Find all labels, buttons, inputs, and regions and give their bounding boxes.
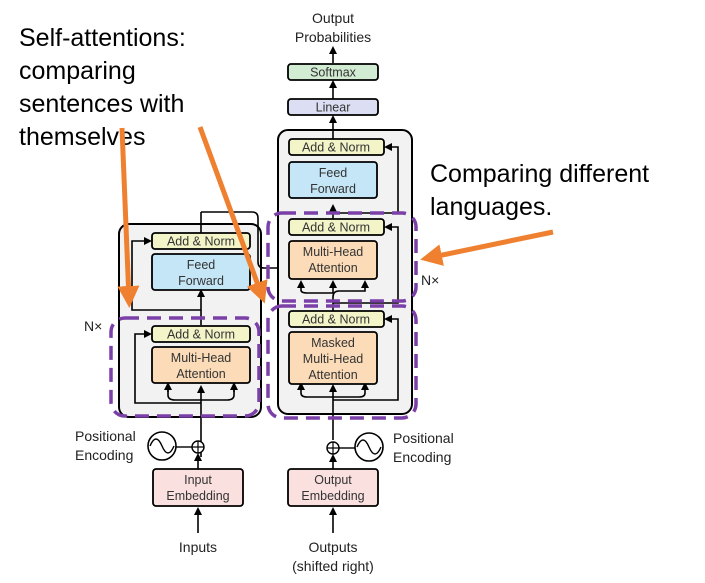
encoder-self-attention-highlight [109,316,261,418]
decoder-pe-label-2: Encoding [393,449,451,465]
encoder-residual-ff [131,237,201,311]
annotation-arrow-decoder-self [197,126,268,304]
decoder-residual-ff [333,143,399,214]
cross-attention-annotation-line-2: languages. [430,193,552,221]
encoder: Add & Norm Feed Forward Add & Norm Multi… [75,211,334,555]
self-attention-annotation-line-1: Self-attentions: [19,24,186,52]
encoder-residual-attn [134,330,201,404]
decoder-sine-wave [356,439,382,455]
encoder-embedding-label-2: Embedding [166,489,229,503]
decoder-feed-forward-label-1: Feed [319,166,348,180]
self-attention-annotation-line-2: comparing [19,57,136,85]
encoder-to-decoder-path [201,211,334,300]
encoder-feed-forward-box [151,253,251,291]
decoder-add-norm-top-box [288,138,385,156]
decoder-input-label-1: Outputs [308,539,357,555]
decoder-add-norm-mid-label: Add & Norm [302,221,370,235]
decoder-add-norm-bottom-label: Add & Norm [302,313,370,327]
decoder-linear-label: Linear [316,101,351,115]
encoder-add-norm-top-label: Add & Norm [167,235,235,249]
encoder-input-label: Inputs [179,539,217,555]
encoder-sine-wave [149,438,175,454]
encoder-feed-forward-label-1: Feed [187,258,216,272]
self-attention-annotation-line-4: themselves [19,123,145,151]
decoder-linear-box [287,98,379,116]
decoder-add-norm-top-label: Add & Norm [302,141,370,155]
decoder-cross-link [300,284,333,294]
decoder-embedding-label-2: Embedding [301,489,364,503]
annotation-arrow-decoder-cross [420,229,554,266]
decoder-masked-qkv-split [300,386,366,398]
encoder-feed-forward-label-2: Forward [178,274,224,288]
encoder-add-norm-top-box [151,232,251,250]
dashed-highlights [109,211,418,420]
decoder-cross-attention-label-2: Attention [308,261,357,275]
encoder-add-norm-bottom-box [151,325,251,343]
annotation-arrow-encoder [117,127,140,308]
decoder-residual-masked [333,315,399,401]
encoder-add-norm-bottom-label: Add & Norm [167,328,235,342]
decoder-output-label-1: Output [312,10,354,26]
self-attention-annotation-line-3: sentences with [19,90,184,118]
decoder-feed-forward-box [288,161,378,199]
cross-attention-annotation-line-1: Comparing different [430,160,649,188]
decoder-embedding-label-1: Output [314,473,352,487]
encoder-qkv-split [167,387,235,401]
decoder-residual-cross [333,223,399,304]
encoder-attention-box [151,346,251,384]
decoder-masked-attention-label-1: Masked [311,336,355,350]
encoder-block [118,223,262,418]
decoder-masked-attention-label-3: Attention [308,368,357,382]
decoder-plus-glyph [327,442,339,454]
decoder-softmax-label: Softmax [310,66,357,80]
decoder-softmax-box [287,63,379,81]
decoder-embedding-box [287,468,379,507]
decoder-input-label-2: (shifted right) [292,558,374,574]
encoder-pe-label-1: Positional [75,428,136,444]
decoder-query-arrow [332,280,369,298]
encoder-embedding-label-1: Input [184,473,212,487]
decoder-self-attention-highlight [266,304,418,420]
decoder-masked-attention-box [288,331,378,385]
decoder-cross-attention-box [288,240,378,280]
encoder-pe-label-2: Encoding [75,447,133,463]
decoder: Output Probabilities Softmax Linear Add … [277,10,454,574]
decoder-repeat-label: N× [421,272,439,288]
encoder-repeat-label: N× [84,318,102,334]
decoder-feed-forward-label-2: Forward [310,182,356,196]
decoder-output-label-2: Probabilities [295,29,371,45]
encoder-plus-glyph [192,441,204,453]
decoder-masked-attention-label-2: Multi-Head [303,352,363,366]
decoder-cross-attention-label-1: Multi-Head [303,245,363,259]
encoder-embedding-box [152,468,244,507]
encoder-attention-label-1: Multi-Head [171,351,231,365]
annotations: Self-attentions: comparing sentences wit… [19,24,649,308]
decoder-add-norm-bottom-box [288,310,385,328]
encoder-attention-label-2: Attention [176,367,225,381]
decoder-pe-label-1: Positional [393,430,454,446]
decoder-add-norm-mid-box [288,218,385,236]
